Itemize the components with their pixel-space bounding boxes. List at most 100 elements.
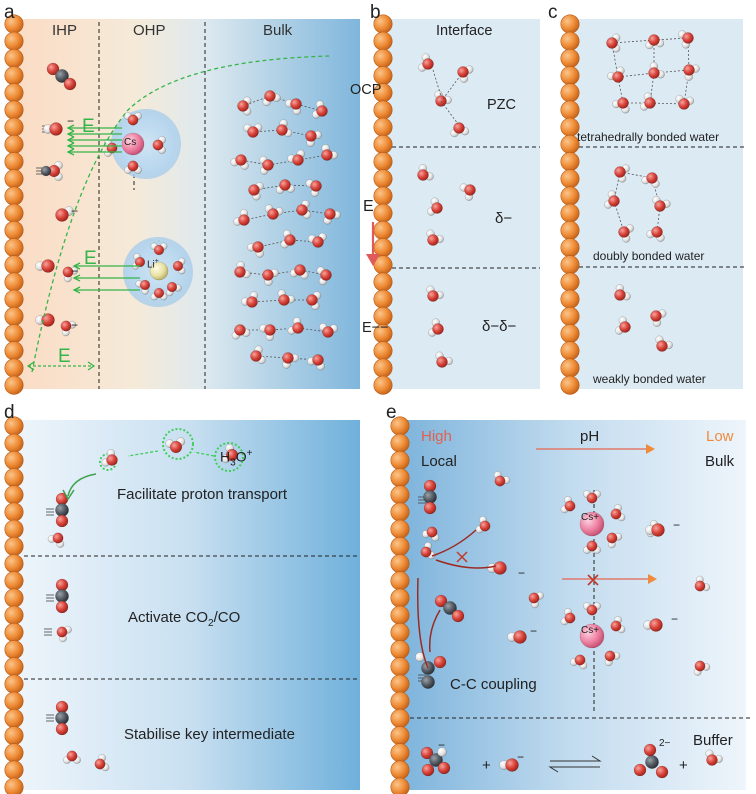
- electrode-layers: [4, 14, 580, 794]
- electrode-atom: [390, 708, 410, 728]
- electrode-atom: [560, 220, 580, 240]
- arrow-head: [72, 262, 81, 270]
- oxygen-atom: [614, 166, 626, 178]
- oxygen-atom: [610, 508, 622, 520]
- arrow-head: [66, 142, 75, 150]
- oxygen-atom: [66, 750, 78, 762]
- oxygen-atom: [282, 352, 294, 364]
- oxygen-atom: [651, 226, 663, 238]
- electrode-atom: [560, 83, 580, 103]
- electrode-atom: [4, 554, 24, 574]
- proton-hop-arrow: [127, 450, 159, 457]
- arrow-head: [66, 124, 75, 132]
- electrode-atom: [560, 152, 580, 172]
- electrode-atom: [560, 324, 580, 344]
- oxygen-atom: [55, 514, 69, 528]
- electrode-atom: [4, 203, 24, 223]
- oxygen-atom: [604, 650, 616, 662]
- oxygen-atom: [431, 202, 443, 214]
- electrode-atom: [4, 657, 24, 677]
- oxygen-atom: [153, 244, 165, 256]
- oxygen-atom: [320, 269, 332, 281]
- electrode-atom: [4, 502, 24, 522]
- oxygen-atom: [423, 501, 437, 515]
- row-label-ocp: OCP: [350, 82, 382, 98]
- electrode-atom: [373, 220, 393, 240]
- oxygen-atom: [610, 620, 622, 632]
- electrode-atom: [4, 674, 24, 694]
- electrode-atom: [560, 289, 580, 309]
- electrode-atom: [4, 450, 24, 470]
- oxygen-atom: [437, 761, 451, 775]
- zone-label-ohp: OHP: [133, 22, 166, 39]
- oxygen-atom: [324, 208, 336, 220]
- oxygen-atom: [655, 765, 669, 779]
- electrode-atom: [560, 203, 580, 223]
- oxygen-atom: [427, 290, 439, 302]
- oxygen-atom: [614, 289, 626, 301]
- electrode-atom: [373, 272, 393, 292]
- electrode-atom: [4, 375, 24, 395]
- oxygen-atom: [250, 350, 262, 362]
- electrode-atom: [4, 605, 24, 625]
- blocked-mark: [587, 574, 599, 586]
- oxygen-atom: [316, 105, 328, 117]
- carbon-atom: [429, 753, 443, 767]
- oxygen-atom: [134, 256, 146, 268]
- oxygen-atom: [505, 758, 519, 772]
- panel-b-title: Interface: [436, 23, 493, 39]
- panel-d-background: [16, 420, 360, 790]
- cation-hydration-shell: [111, 109, 181, 179]
- electrode-atom: [4, 760, 24, 780]
- electrode-atom: [4, 341, 24, 361]
- caption-activate-co2: Activate CO2/CO: [128, 609, 241, 629]
- oxygen-atom: [451, 609, 465, 623]
- oxygen-atom: [321, 149, 333, 161]
- electrode-atom: [4, 152, 24, 172]
- field-label-middle: E: [84, 248, 97, 269]
- hydrogen-bond: [442, 75, 461, 100]
- electrode-atom: [373, 134, 393, 154]
- hydroxide-charge-2: −: [530, 624, 538, 638]
- electrode-column: [4, 14, 24, 395]
- electrode-atom: [4, 622, 24, 642]
- oxygen-atom: [650, 310, 662, 322]
- electrode-atom: [4, 134, 24, 154]
- oxygen-atom: [225, 448, 239, 462]
- anion-charge-1: −: [67, 114, 75, 128]
- electrode-atom: [373, 152, 393, 172]
- electrode-atom: [4, 743, 24, 763]
- caption-proton-transport: Facilitate proton transport: [117, 486, 288, 503]
- hydroxide-charge-1: −: [518, 566, 526, 580]
- oxygen-atom: [306, 294, 318, 306]
- label-cc-coupling: C-C coupling: [450, 676, 537, 693]
- electrode-atom: [390, 657, 410, 677]
- arrow-head: [26, 361, 96, 371]
- electrode-atom: [4, 48, 24, 68]
- hydrogen-atom: [437, 747, 447, 757]
- electrode-column: [560, 14, 580, 395]
- oxygen-atom: [633, 763, 647, 777]
- oxygen-atom: [432, 323, 444, 335]
- oxygen-atom: [94, 758, 106, 770]
- electrode-atom: [560, 186, 580, 206]
- oxygen-atom: [436, 356, 448, 368]
- electrode-atom: [4, 272, 24, 292]
- cation-label-lower: Cs+: [581, 625, 600, 636]
- electrode-atom: [560, 358, 580, 378]
- cation-label-li: Li+: [147, 258, 159, 271]
- electrode-atom: [4, 186, 24, 206]
- hydrogen-bond: [432, 69, 442, 97]
- label-low: Low: [706, 428, 734, 445]
- oxygen-atom: [62, 266, 74, 278]
- caption-tetrahedral: tetrahedrally bonded water: [577, 130, 720, 144]
- anion-charge-2: −: [71, 204, 79, 218]
- electrode-atom: [390, 468, 410, 488]
- oxygen-atom: [654, 200, 666, 212]
- proton-hop-arrow: [193, 451, 215, 457]
- oxygen-atom: [643, 743, 657, 757]
- electrode-atom: [390, 760, 410, 780]
- electrode-atom: [390, 691, 410, 711]
- oxygen-atom: [264, 90, 276, 102]
